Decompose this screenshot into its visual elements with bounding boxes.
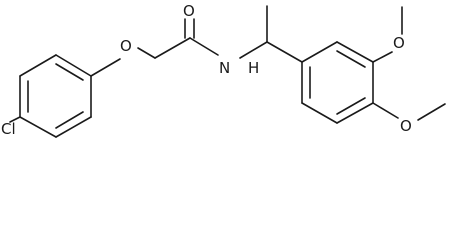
upper-methoxy-bond: [372, 51, 393, 63]
dimethoxyphenyl-ring: [301, 41, 374, 124]
lower-methoxy-oxygen-label: O: [400, 117, 412, 135]
lower-methyl-bond: [417, 103, 446, 121]
ch-ring-bond: [266, 41, 303, 63]
carbonyl-nitrogen-bond: [189, 37, 219, 56]
lower-methoxy-bond: [372, 102, 399, 119]
ether-oxygen-label: O: [120, 37, 132, 55]
chlorine-label: Cl: [1, 120, 16, 138]
ch2-carbonyl-bond: [154, 37, 191, 59]
nitrogen-ch-bond: [239, 41, 268, 59]
carbonyl-oxygen-label: O: [183, 2, 195, 20]
chlorine-bond: [9, 116, 21, 123]
oxygen-ch2-bond: [137, 47, 156, 59]
amide-nitrogen-label: N: [219, 59, 230, 77]
chlorophenyl-ring: [19, 54, 92, 138]
ring-oxygen-bond: [90, 58, 121, 77]
upper-methoxy-oxygen-label: O: [393, 34, 405, 52]
amide-hydrogen-label: H: [248, 59, 259, 77]
structure-diagram: Cl O O N H O O: [1, 2, 446, 138]
